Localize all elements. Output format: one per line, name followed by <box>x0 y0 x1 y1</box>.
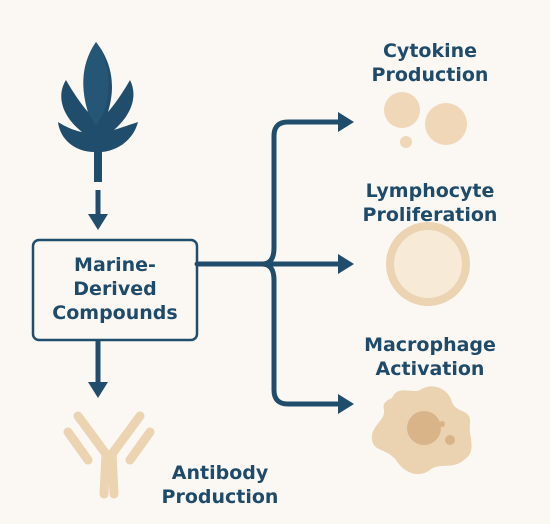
compound-box <box>31 238 199 342</box>
cytokine-dots-icon <box>384 92 467 148</box>
lymphocyte-cell-icon <box>386 222 470 306</box>
compound-label-line3: Compounds <box>52 301 178 324</box>
macrophage-label-line1: Macrophage <box>364 334 496 356</box>
lymphocyte-label-line1: Lymphocyte <box>365 180 495 202</box>
macrophage-cell-icon <box>371 386 472 475</box>
macrophage-label: Macrophage Activation <box>330 334 530 382</box>
macrophage-label-line2: Activation <box>375 357 485 380</box>
antibody-label-line1: Antibody <box>171 462 269 484</box>
antibody-icon <box>63 411 155 499</box>
arrow-seaweed-to-box <box>88 190 108 230</box>
cytokine-label-line2: Production <box>371 63 489 86</box>
arrowhead-cytokine <box>338 112 354 132</box>
antibody-label-line2: Production <box>161 485 279 508</box>
compound-label-line1: Marine- <box>74 254 156 276</box>
antibody-label: Antibody Production <box>150 462 290 510</box>
lymphocyte-label-line2: Proliferation <box>362 203 498 226</box>
arrowhead-macrophage <box>338 394 354 414</box>
compound-box-label: Marine- Derived Compounds <box>33 254 197 325</box>
arrowhead-lymphocyte <box>338 254 354 274</box>
lymphocyte-label: Lymphocyte Proliferation <box>330 180 530 228</box>
compound-label-line2: Derived <box>73 277 157 300</box>
cytokine-label-line1: Cytokine <box>382 40 478 62</box>
cytokine-label: Cytokine Production <box>330 40 530 88</box>
arrow-box-to-antibody <box>88 340 108 398</box>
branch-connector <box>194 119 341 407</box>
seaweed-icon <box>58 42 138 182</box>
